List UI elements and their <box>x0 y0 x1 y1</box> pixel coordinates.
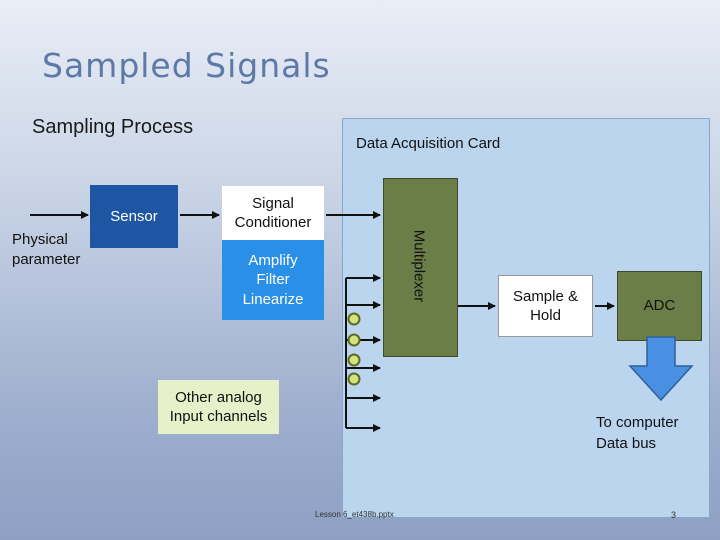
adc-box: ADC <box>617 271 702 341</box>
slide-title: Sampled Signals <box>42 46 331 85</box>
sample-hold-box: Sample & Hold <box>498 275 593 337</box>
channel-dot-3 <box>347 353 361 367</box>
signal-conditioner-box: Signal Conditioner <box>222 186 324 240</box>
sensor-label: Sensor <box>110 207 158 225</box>
footer-filename: Lesson 6_et438b.pptx <box>315 510 394 519</box>
output-down-arrow <box>628 336 694 402</box>
computer-bus-text: To computer Data bus <box>596 414 679 452</box>
conditioner-functions-label: Amplify Filter Linearize <box>242 251 304 308</box>
section-label: Sampling Process <box>32 116 194 138</box>
channel-dot-2 <box>347 333 361 347</box>
physical-parameter-text: Physical parameter <box>12 231 81 268</box>
page-number: 3 <box>671 510 677 520</box>
conditioner-functions-box: Amplify Filter Linearize <box>222 240 324 320</box>
signal-conditioner-label: Signal Conditioner <box>234 194 312 232</box>
sensor-box: Sensor <box>90 185 178 248</box>
physical-parameter-label: Physical parameter <box>12 230 80 269</box>
channel-dot-4 <box>347 372 361 386</box>
daq-card-label: Data Acquisition Card <box>356 135 501 152</box>
multiplexer-box <box>383 178 458 357</box>
adc-label: ADC <box>643 297 676 315</box>
channel-dot-1 <box>347 312 361 326</box>
other-channels-label: Other analog Input channels <box>169 388 268 426</box>
computer-bus-label: To computer Data bus <box>596 412 679 454</box>
sample-hold-label: Sample & Hold <box>512 287 579 325</box>
other-channels-box: Other analog Input channels <box>158 380 279 434</box>
